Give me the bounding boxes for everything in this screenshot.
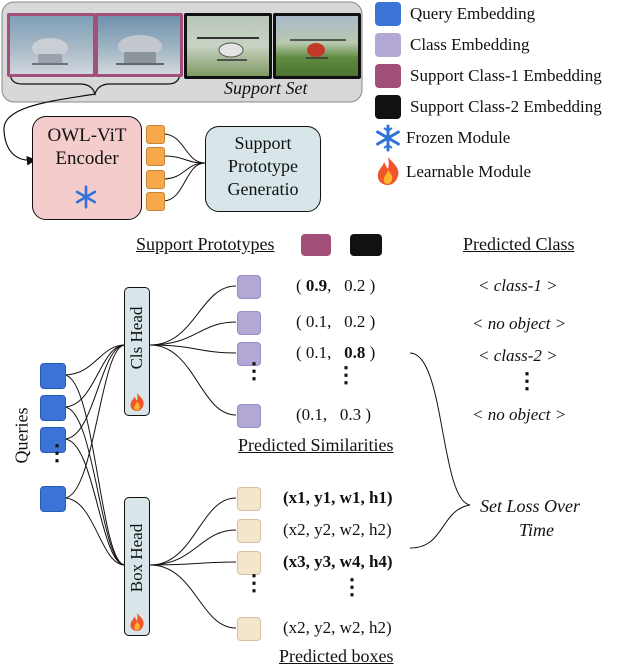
- class-embedding: [237, 275, 261, 299]
- query-ellipsis: ⋮: [46, 440, 68, 465]
- predicted-box-row: (x1, y1, w1, h1): [283, 488, 393, 507]
- prototype-class1: [301, 234, 331, 256]
- similarity-value: 0.2: [344, 312, 366, 331]
- similarity-value: 0.1: [305, 312, 328, 331]
- similarity-value: 0.9: [305, 276, 328, 295]
- box-ellipsis: ⋮: [341, 574, 363, 599]
- encoder-token: [146, 192, 165, 211]
- generator-line3: Generatio: [227, 179, 299, 199]
- query-embedding: [40, 363, 66, 389]
- class-embedding: [237, 311, 261, 335]
- similarity-value: 0.1: [305, 343, 328, 362]
- similarity-value: 0.2: [344, 276, 366, 295]
- query-embedding: [40, 486, 66, 512]
- support-image-class1-a: [7, 13, 96, 77]
- box-embedding: [237, 487, 261, 511]
- boxes-caption: Predicted boxes: [279, 646, 394, 666]
- class-embedding: [237, 404, 261, 428]
- support-image-class2-b: [273, 13, 361, 79]
- encoder-title-line2: Encoder: [55, 148, 119, 169]
- snowflake-icon: [374, 124, 402, 152]
- support-prototypes-label: Support Prototypes: [136, 234, 275, 254]
- legend-support2-swatch: [375, 95, 401, 119]
- cls-head: Cls Head: [124, 287, 150, 416]
- predicted-class-item: < no object >: [472, 405, 567, 424]
- prototype-class2: [350, 234, 382, 256]
- encoder-token: [146, 170, 165, 189]
- legend-learnable-label: Learnable Module: [406, 162, 532, 181]
- similarity-value: 0.8: [344, 343, 366, 362]
- legend-query-label: Query Embedding: [410, 4, 536, 23]
- set-loss-label-line2: Time: [519, 520, 555, 540]
- fire-icon: [374, 156, 402, 186]
- generator-line1: Support: [234, 133, 292, 153]
- encoder-title-line1: OWL-ViT: [47, 125, 127, 146]
- predicted-class-item: ⋮: [516, 368, 538, 393]
- similarity-value: 0.3: [339, 405, 362, 424]
- query-embedding: [40, 395, 66, 421]
- generator-line2: Prototype: [228, 156, 298, 176]
- encoder-token: [146, 147, 165, 166]
- set-loss-label-line1: Set Loss Over: [480, 496, 580, 516]
- support-prototype-generator: Support Prototype Generatio: [205, 126, 321, 212]
- legend-frozen-label: Frozen Module: [406, 128, 511, 147]
- query-embedding: [40, 427, 66, 453]
- legend-support2-label: Support Class-2 Embedding: [410, 97, 602, 116]
- legend-query-swatch: [375, 2, 401, 26]
- box-head: Box Head: [124, 497, 150, 636]
- legend-class-label: Class Embedding: [410, 35, 530, 54]
- predicted-box-row: (x2, y2, w2, h2): [283, 520, 392, 539]
- similarity-ellipsis: ⋮: [335, 362, 357, 387]
- owl-vit-encoder: OWL-ViT Encoder: [32, 116, 142, 220]
- predicted-box-row: (x2, y2, w2, h2): [283, 618, 392, 637]
- fire-icon: [128, 392, 146, 412]
- class-embedding-ellipsis: ⋮: [243, 358, 265, 383]
- box-embedding-ellipsis: ⋮: [243, 570, 265, 595]
- support-image-class1-b: [95, 13, 183, 77]
- box-head-label: Box Head: [127, 523, 146, 593]
- predicted-class-item: < no object >: [472, 314, 567, 333]
- box-embedding: [237, 551, 261, 575]
- predicted-class-item: < class-1 >: [478, 276, 558, 295]
- predicted-class-item: < class-2 >: [478, 346, 558, 365]
- predicted-class-header: Predicted Class: [463, 234, 575, 254]
- similarities-caption: Predicted Similarities: [238, 435, 394, 455]
- legend-support1-label: Support Class-1 Embedding: [410, 66, 602, 85]
- box-embedding: [237, 617, 261, 641]
- similarity-value: 0.1: [301, 405, 323, 424]
- cls-head-label: Cls Head: [127, 306, 146, 370]
- box-embedding: [237, 519, 261, 543]
- similarity-row: (0.1, 0.3 ): [296, 405, 372, 424]
- snowflake-icon: [74, 185, 98, 209]
- support-image-class2-a: [184, 13, 272, 79]
- similarity-row: ( 0.1, 0.8 ): [296, 343, 376, 362]
- encoder-token: [146, 125, 165, 144]
- similarity-row: ( 0.1, 0.2 ): [296, 312, 376, 331]
- legend-support1-swatch: [375, 64, 401, 88]
- legend-class-swatch: [375, 33, 401, 57]
- fire-icon: [128, 612, 146, 632]
- predicted-box-row: (x3, y3, w4, h4): [283, 552, 393, 571]
- similarity-row: ( 0.9, 0.2 ): [296, 276, 376, 295]
- queries-label: Queries: [11, 407, 32, 464]
- class-embedding: [237, 342, 261, 366]
- support-set-label: Support Set: [224, 78, 308, 98]
